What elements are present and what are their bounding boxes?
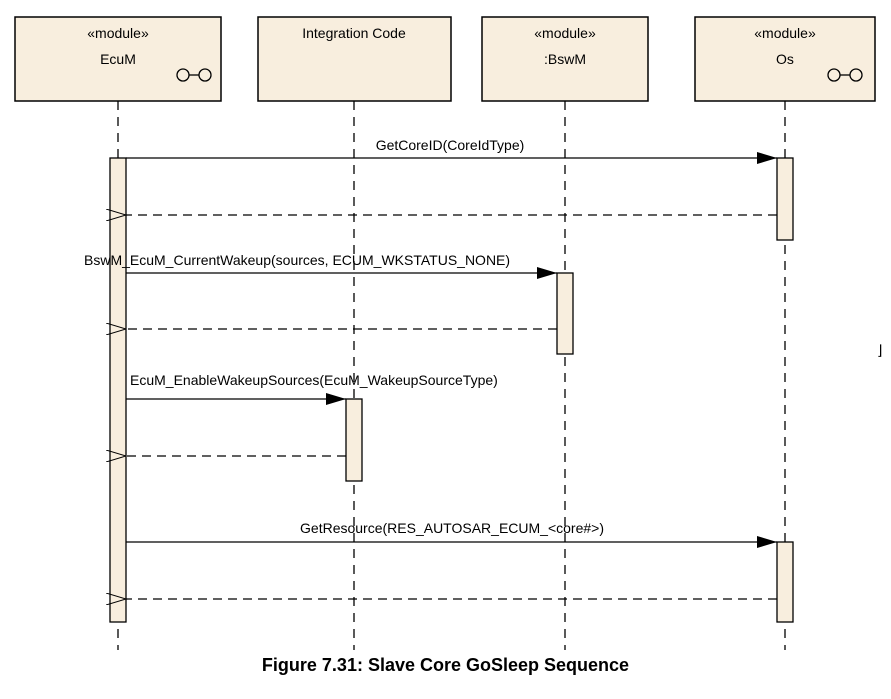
lifeline-ecum-name: EcuM	[100, 51, 136, 67]
activation-bar-os-2	[776, 541, 794, 623]
lifeline-bswm: «module» :BswM	[481, 16, 649, 650]
interface-icon	[827, 68, 863, 82]
activation-bar-os-1	[776, 157, 794, 241]
lifeline-integration-code: Integration Code	[257, 16, 452, 650]
lifeline-ecum-box	[14, 16, 222, 102]
message-bswm-current-wakeup: BswM_EcuM_CurrentWakeup(sources, ECUM_WK…	[84, 252, 557, 279]
lifeline-ecum-stereotype: «module»	[87, 25, 149, 41]
message-get-core-id: GetCoreID(CoreIdType)	[126, 137, 777, 164]
lifeline-bswm-box	[481, 16, 649, 102]
lifeline-os-box	[694, 16, 876, 102]
stray-bracket-mark: ⌋	[877, 342, 883, 358]
activation-bar-bswm	[556, 272, 574, 355]
lifeline-bswm-name: :BswM	[544, 51, 586, 67]
message-get-resource: GetResource(RES_AUTOSAR_ECUM_<core#>)	[126, 520, 777, 548]
message-label: GetResource(RES_AUTOSAR_ECUM_<core#>)	[300, 520, 604, 536]
lifeline-os-name: Os	[776, 51, 794, 67]
activation-bar-integration	[345, 398, 363, 482]
lifeline-bswm-stereotype: «module»	[534, 25, 596, 41]
lifeline-os: «module» Os	[694, 16, 876, 650]
lifeline-os-stereotype: «module»	[754, 25, 816, 41]
lifeline-integration-name: Integration Code	[302, 25, 406, 41]
lifeline-integration-box	[257, 16, 452, 102]
lifeline-ecum: «module» EcuM	[14, 16, 222, 650]
figure-caption: Figure 7.31: Slave Core GoSleep Sequence	[261, 655, 630, 675]
activation-bar-ecum	[109, 157, 127, 623]
message-enable-wakeup-sources: EcuM_EnableWakeupSources(EcuM_WakeupSour…	[126, 372, 498, 405]
interface-icon	[176, 68, 212, 82]
message-label: GetCoreID(CoreIdType)	[376, 137, 525, 153]
message-label: EcuM_EnableWakeupSources(EcuM_WakeupSour…	[130, 372, 498, 388]
message-label: BswM_EcuM_CurrentWakeup(sources, ECUM_WK…	[84, 252, 510, 268]
